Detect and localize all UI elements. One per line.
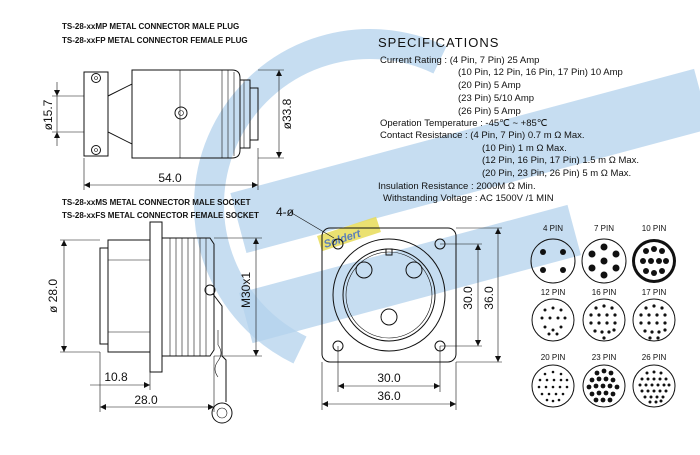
pin-label-23: 23 PIN	[592, 353, 617, 362]
male-plug-label: TS-28-xxMP METAL CONNECTOR MALE PLUG	[62, 22, 239, 31]
female-plug-label: TS-28-xxFP METAL CONNECTOR FEMALE PLUG	[62, 36, 248, 45]
plug-length-dim: 54.0	[158, 171, 182, 185]
pin-label-4: 4 PIN	[543, 224, 563, 233]
spec-line: Contact Resistance : (4 Pin, 7 Pin) 0.7 …	[380, 130, 585, 141]
socket-diameter-dim: ø 28.0	[46, 279, 60, 313]
pin-layout-12	[531, 298, 575, 342]
pin-label-17: 17 PIN	[642, 288, 667, 297]
pin-layout-7	[581, 238, 627, 284]
socket-short-dim: 10.8	[104, 370, 128, 384]
spec-line: Withstanding Voltage : AC 1500V /1 MIN	[383, 193, 554, 204]
spec-line: (10 Pin, 12 Pin, 16 Pin, 17 Pin) 10 Amp	[458, 67, 623, 78]
socket-length-dim: 28.0	[134, 393, 158, 407]
plug-body-dim: ø33.8	[280, 98, 294, 129]
pin-label-10: 10 PIN	[642, 224, 667, 233]
male-socket-label: TS-28-xxMS METAL CONNECTOR MALE SOCKET	[62, 198, 251, 207]
female-socket-label: TS-28-xxFS METAL CONNECTOR FEMALE SOCKET	[62, 211, 259, 220]
flange-inner-h-dim: 30.0	[377, 371, 401, 385]
holes-dim: 4-ø	[276, 205, 295, 219]
pin-layout-16	[582, 298, 626, 342]
spec-line: Insulation Resistance : 2000M Ω Min.	[378, 181, 536, 192]
spec-line: (23 Pin) 5/10 Amp	[458, 93, 534, 104]
pin-layout-17	[632, 298, 676, 342]
pin-layout-4	[530, 238, 576, 284]
pin-layout-20	[531, 364, 575, 408]
pin-label-26: 26 PIN	[642, 353, 667, 362]
spec-line: Operation Temperature : -45℃ ~ +85℃	[380, 118, 548, 129]
flange-inner-v-dim: 30.0	[461, 286, 475, 310]
socket-side-drawing: ø 28.0 M30x1 10.8 28.0	[46, 221, 262, 424]
plug-diameter-dim: ø15.7	[41, 99, 55, 130]
pin-layout-10	[632, 239, 676, 283]
spec-line: Current Rating : (4 Pin, 7 Pin) 25 Amp	[380, 55, 539, 66]
spec-line: (20 Pin, 23 Pin, 26 Pin) 5 m Ω Max.	[482, 168, 631, 179]
pin-layouts: 4 PIN 7 PIN 10 PIN 12 PIN	[530, 224, 676, 408]
spec-line: (10 Pin) 1 m Ω Max.	[482, 143, 567, 154]
flange-outer-h-dim: 36.0	[377, 389, 401, 403]
flange-outer-v-dim: 36.0	[482, 286, 496, 310]
socket-front-drawing: 4-ø 30.0 36.0 30.0 36.0	[276, 205, 502, 410]
specifications-block: SPECIFICATIONS Current Rating : (4 Pin, …	[378, 35, 639, 204]
pin-label-16: 16 PIN	[592, 288, 617, 297]
spec-line: (26 Pin) 5 Amp	[458, 106, 521, 117]
pin-label-7: 7 PIN	[594, 224, 614, 233]
thread-dim: M30x1	[239, 272, 253, 308]
spec-title: SPECIFICATIONS	[378, 35, 499, 50]
plug-drawing: ø15.7 ø33.8 54.0	[41, 69, 294, 190]
pin-label-20: 20 PIN	[541, 353, 566, 362]
pin-layout-23	[582, 364, 626, 408]
pin-label-12: 12 PIN	[541, 288, 566, 297]
pin-layout-26	[632, 364, 676, 408]
spec-line: (12 Pin, 16 Pin, 17 Pin) 1.5 m Ω Max.	[482, 155, 639, 166]
spec-line: (20 Pin) 5 Amp	[458, 80, 521, 91]
